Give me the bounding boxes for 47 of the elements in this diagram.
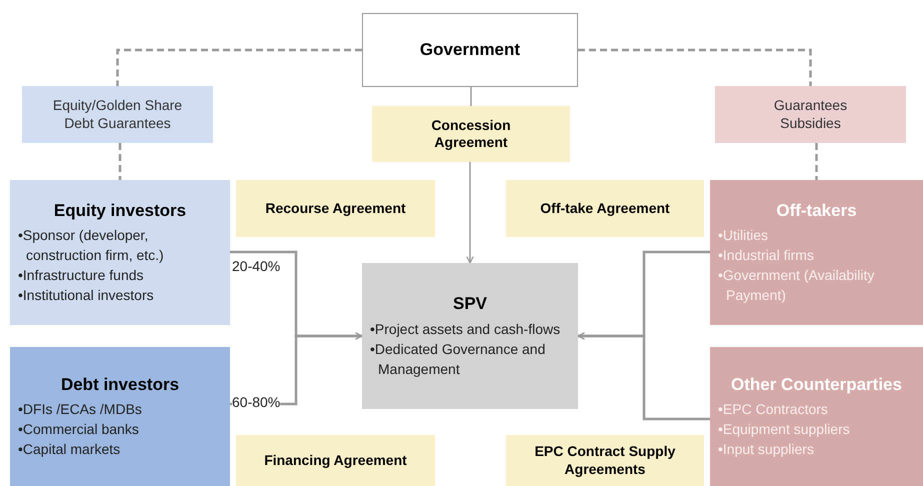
box-label: Equity/Golden Share Debt Guarantees — [52, 97, 184, 132]
bullet-item: •Infrastructure funds — [18, 266, 145, 286]
connector-line — [470, 87, 472, 106]
box-label: Guarantees Subsidies — [772, 97, 848, 132]
arrow — [577, 332, 710, 420]
dashed-connector — [578, 48, 812, 86]
party-box — [10, 180, 230, 325]
box-heading: Off-takers — [775, 200, 858, 222]
bullet-item: •Project assets and cash-flows — [370, 320, 562, 339]
box-label: Government — [420, 39, 520, 61]
bullet-item: •Commercial banks — [18, 420, 140, 440]
bullet-item: •Sponsor (developer, construction firm, etc.) — [18, 226, 165, 266]
box-label: EPC Contract Supply Agreements — [534, 443, 676, 478]
agreement-box — [506, 180, 704, 237]
box-heading: Debt investors — [60, 374, 180, 396]
box-label: Off-take Agreement — [540, 200, 670, 218]
party-box — [362, 263, 578, 409]
box-label: Concession Agreement — [430, 116, 512, 152]
entity-box — [362, 13, 578, 87]
bullet-item: •Utilities — [718, 226, 770, 246]
party-box — [10, 347, 230, 486]
box-heading: Other Counterparties — [730, 374, 903, 396]
dashed-connector — [815, 143, 818, 180]
bullet-item: •Dedicated Governance and Management — [370, 340, 546, 379]
bullet-item: •Institutional investors — [18, 286, 155, 306]
bullet-item: •Industrial firms — [718, 246, 815, 266]
support-box — [715, 86, 906, 143]
box-label: Recourse Agreement — [265, 200, 406, 218]
dashed-connector — [116, 48, 362, 86]
box-heading: Equity investors — [52, 200, 188, 222]
bullet-item: •Input suppliers — [718, 440, 815, 460]
bullet-item: •Capital markets — [18, 440, 122, 460]
box-label: Financing Agreement — [264, 452, 407, 470]
party-box — [710, 347, 923, 486]
bullet-item: •Government (Availability Payment) — [718, 266, 876, 306]
party-box — [710, 180, 923, 325]
bullet-item: •Equipment suppliers — [718, 420, 851, 440]
agreement-box — [506, 435, 704, 486]
support-box — [22, 86, 213, 143]
bullet-item: •DFIs /ECAs /MDBs — [18, 400, 143, 420]
arrow — [466, 162, 474, 264]
agreement-box — [236, 435, 435, 486]
dashed-connector — [118, 143, 122, 180]
box-heading: SPV — [452, 293, 488, 315]
agreement-box — [372, 106, 570, 162]
agreement-box — [236, 180, 435, 237]
bullet-item: •EPC Contractors — [718, 400, 829, 420]
